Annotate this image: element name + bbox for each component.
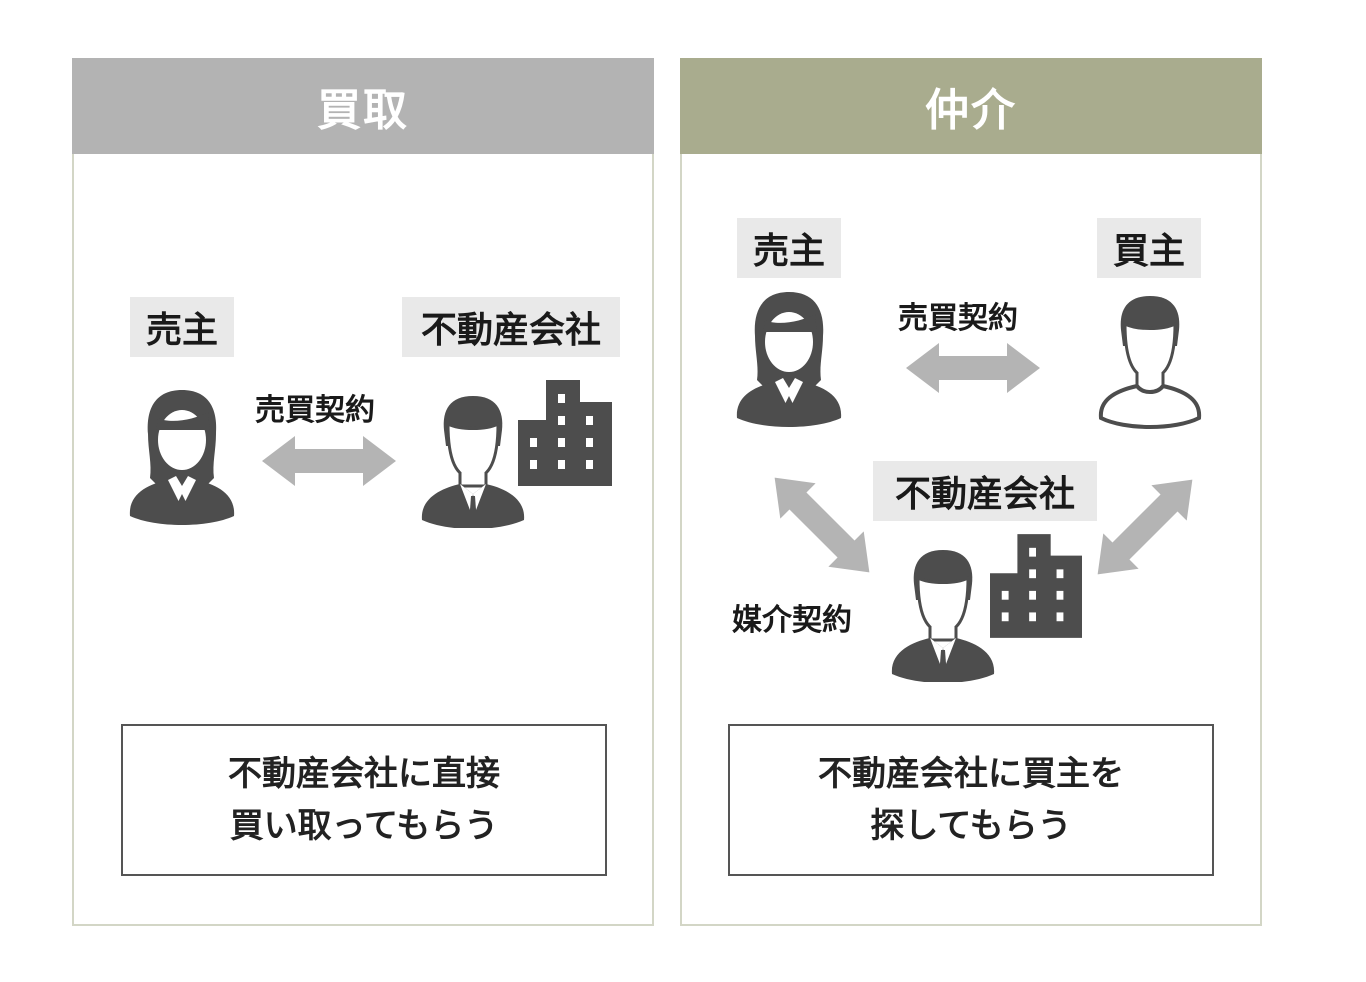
agent-man-icon: [890, 548, 996, 682]
kaitori-contract-label: 売買契約: [255, 393, 375, 428]
seller-woman-icon: [735, 292, 843, 428]
chukai-company-label: 不動産会社: [873, 461, 1097, 521]
chukai-desc-line2: 探してもらう: [870, 806, 1072, 846]
building-icon: [518, 380, 612, 486]
chukai-desc-line1: 不動産会社に買主を: [818, 754, 1124, 794]
kaitori-description: 不動産会社に直接 買い取ってもらう: [121, 724, 607, 876]
kaitori-desc-line1: 不動産会社に直接: [228, 754, 500, 794]
chukai-seller-label: 売主: [737, 218, 841, 278]
chukai-description: 不動産会社に買主を 探してもらう: [728, 724, 1214, 876]
chukai-title: 仲介: [680, 58, 1262, 154]
chukai-contract-label: 売買契約: [898, 301, 1018, 336]
double-arrow-icon: [262, 436, 396, 486]
chukai-buyer-label: 買主: [1097, 218, 1201, 278]
chukai-mediation-label: 媒介契約: [732, 603, 852, 638]
double-arrow-icon: [906, 343, 1040, 393]
seller-woman-icon: [128, 390, 236, 526]
kaitori-desc-line2: 買い取ってもらう: [229, 806, 499, 846]
kaitori-company-label: 不動産会社: [402, 297, 620, 357]
agent-man-icon: [420, 394, 526, 528]
buyer-man-icon: [1097, 294, 1203, 430]
kaitori-seller-label: 売主: [130, 297, 234, 357]
building-icon: [990, 534, 1082, 638]
kaitori-title: 買取: [72, 58, 654, 154]
